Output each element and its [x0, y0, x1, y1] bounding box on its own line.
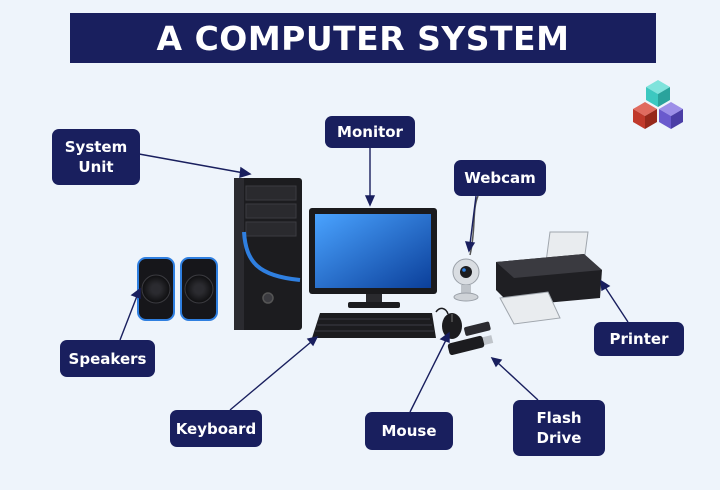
cube-logo-icon	[633, 80, 683, 129]
label-keyboard-text: Keyboard	[175, 419, 257, 438]
mouse-device	[435, 307, 462, 339]
system-unit-tower	[234, 178, 302, 330]
label-monitor-text: Monitor	[337, 123, 403, 141]
speakers-device	[137, 257, 218, 321]
label-system-unit-text: System Unit	[64, 138, 128, 176]
flash-drive-device	[447, 321, 494, 356]
label-webcam: Webcam	[454, 160, 546, 196]
keyboard-device	[312, 313, 436, 338]
label-mouse-text: Mouse	[381, 422, 437, 440]
label-monitor: Monitor	[325, 116, 415, 148]
label-printer: Printer	[594, 322, 684, 356]
label-system-unit: System Unit	[52, 129, 140, 185]
label-speakers-text: Speakers	[68, 349, 147, 368]
connector-arrows	[119, 148, 629, 413]
label-keyboard: Keyboard	[170, 410, 262, 447]
label-mouse: Mouse	[365, 412, 453, 450]
label-speakers: Speakers	[60, 340, 155, 377]
title-banner: A COMPUTER SYSTEM	[70, 13, 656, 63]
printer-device	[496, 231, 602, 325]
label-printer-text: Printer	[609, 330, 669, 348]
label-flash-drive-text: Flash Drive	[536, 409, 582, 447]
page-title: A COMPUTER SYSTEM	[156, 18, 570, 58]
label-flash-drive: Flash Drive	[513, 400, 605, 456]
monitor-display	[309, 208, 437, 308]
label-webcam-text: Webcam	[464, 169, 536, 187]
webcam-device	[452, 195, 480, 302]
